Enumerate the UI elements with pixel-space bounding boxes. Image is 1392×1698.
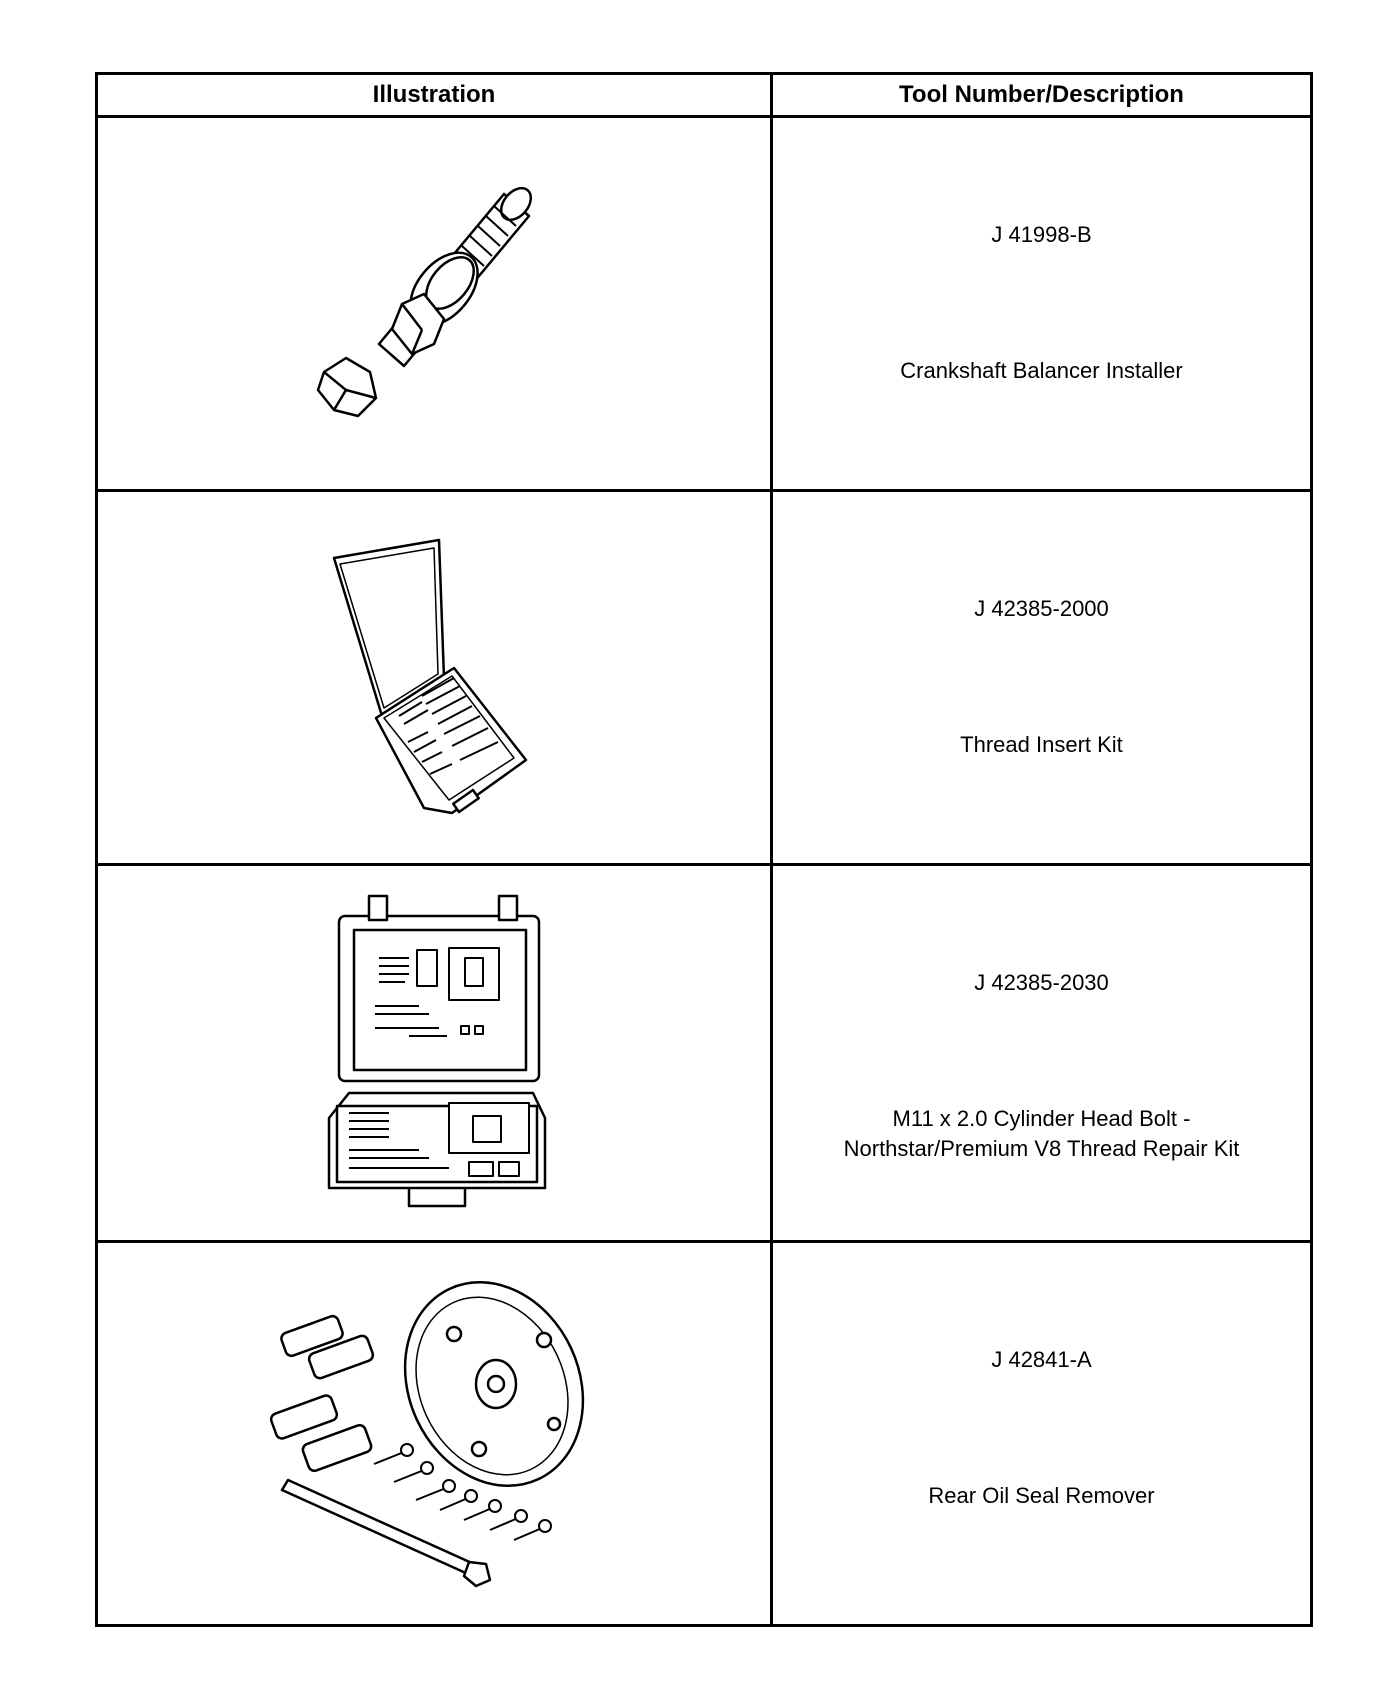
description-cell: J 42841-A Rear Oil Seal Remover <box>773 1243 1310 1624</box>
thread-repair-kit-case-icon <box>309 888 559 1218</box>
rear-oil-seal-remover-icon <box>264 1274 604 1594</box>
description-line: Northstar/Premium V8 Thread Repair Kit <box>843 1136 1240 1161</box>
tool-description: M11 x 2.0 Cylinder Head Bolt - Northstar… <box>773 1104 1310 1164</box>
tool-number: J 42841-A <box>991 1347 1092 1372</box>
tool-number: J 41998-B <box>991 222 1092 247</box>
balancer-installer-bolt-icon <box>284 154 584 454</box>
tool-number: J 42385-2030 <box>974 970 1109 995</box>
description-cell: J 42385-2000 Thread Insert Kit <box>773 492 1310 866</box>
tool-table: Illustration Tool Number/Description <box>95 72 1313 1627</box>
description-cell: J 42385-2030 M11 x 2.0 Cylinder Head Bol… <box>773 866 1310 1243</box>
tool-description: Thread Insert Kit <box>960 732 1123 757</box>
header-illustration: Illustration <box>98 75 773 118</box>
tool-description: Rear Oil Seal Remover <box>928 1483 1155 1508</box>
tool-description: Crankshaft Balancer Installer <box>900 358 1183 383</box>
thread-insert-kit-case-icon <box>304 528 564 828</box>
tool-number: J 42385-2000 <box>974 596 1109 621</box>
illustration-cell <box>98 866 773 1243</box>
illustration-cell <box>98 1243 773 1624</box>
illustration-cell <box>98 118 773 492</box>
header-tool-number: Tool Number/Description <box>773 75 1310 118</box>
description-cell: J 41998-B Crankshaft Balancer Installer <box>773 118 1310 492</box>
illustration-cell <box>98 492 773 866</box>
description-line: M11 x 2.0 Cylinder Head Bolt - <box>892 1106 1191 1131</box>
